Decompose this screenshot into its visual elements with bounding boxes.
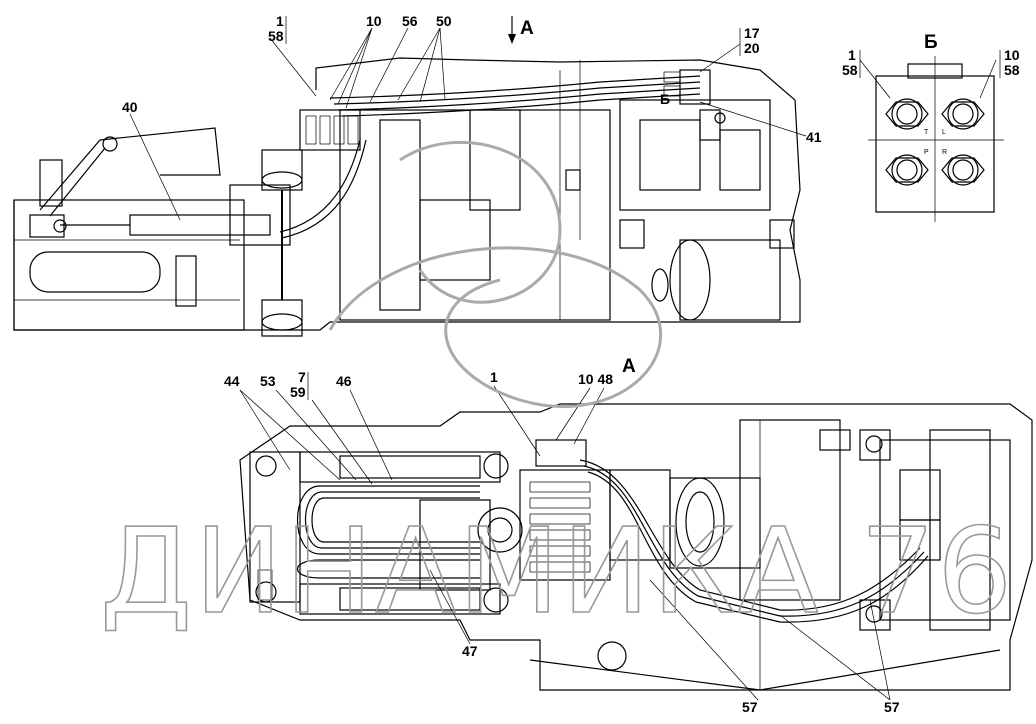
callout-20: 20 xyxy=(744,40,760,56)
port-letter-t: T xyxy=(924,129,929,136)
callout-44: 44 xyxy=(224,373,240,389)
callout-1: 1 xyxy=(276,13,284,29)
detail-b-callout-58-right: 58 xyxy=(1004,62,1020,78)
detail-b-labels: Б 1 58 10 58 xyxy=(842,32,1020,78)
view-a-labels: А 44 53 7 59 46 1 10 48 47 57 57 xyxy=(224,356,900,715)
detail-b-callout-10: 10 xyxy=(1004,47,1020,63)
callout-1-view-a: 1 xyxy=(490,369,498,385)
detail-b: T L P R xyxy=(859,56,1004,222)
port-letter-r: R xyxy=(942,149,947,156)
callout-40: 40 xyxy=(122,99,138,115)
callout-53: 53 xyxy=(260,373,276,389)
callout-47: 47 xyxy=(462,643,478,659)
callout-10-48: 10 48 xyxy=(578,371,613,387)
top-view-labels: 1 58 10 56 50 40 17 20 41 А Б xyxy=(122,13,822,145)
callout-59: 59 xyxy=(290,384,306,400)
callout-56: 56 xyxy=(402,13,418,29)
view-a-title: А xyxy=(622,356,636,377)
watermark: ДИНАМИКА 76 xyxy=(99,140,1014,641)
detail-b-callout-58-left: 58 xyxy=(842,62,858,78)
callout-58: 58 xyxy=(268,28,284,44)
detail-b-title: Б xyxy=(924,32,938,53)
detail-b-callout-1: 1 xyxy=(848,47,856,63)
callout-17: 17 xyxy=(744,25,760,41)
port-fitting-top-left xyxy=(885,98,929,130)
callout-57-right: 57 xyxy=(884,699,900,715)
callout-57-left: 57 xyxy=(742,699,758,715)
view-arrow-a-label: А xyxy=(520,18,534,39)
callout-41: 41 xyxy=(806,129,822,145)
top-view xyxy=(13,16,807,337)
callout-10: 10 xyxy=(366,13,382,29)
port-fitting-bottom-right xyxy=(941,154,985,186)
watermark-text: ДИНАМИКА 76 xyxy=(100,502,1014,640)
leader-1-58 xyxy=(269,37,317,97)
callout-7: 7 xyxy=(298,369,306,385)
callout-50: 50 xyxy=(436,13,452,29)
callout-46: 46 xyxy=(336,373,352,389)
port-fitting-top-right xyxy=(941,98,985,130)
port-fitting-bottom-left xyxy=(885,154,929,186)
section-b-mark: Б xyxy=(660,91,670,107)
port-letter-l: L xyxy=(942,129,946,136)
port-letter-p: P xyxy=(924,149,929,156)
view-a xyxy=(239,385,1033,701)
